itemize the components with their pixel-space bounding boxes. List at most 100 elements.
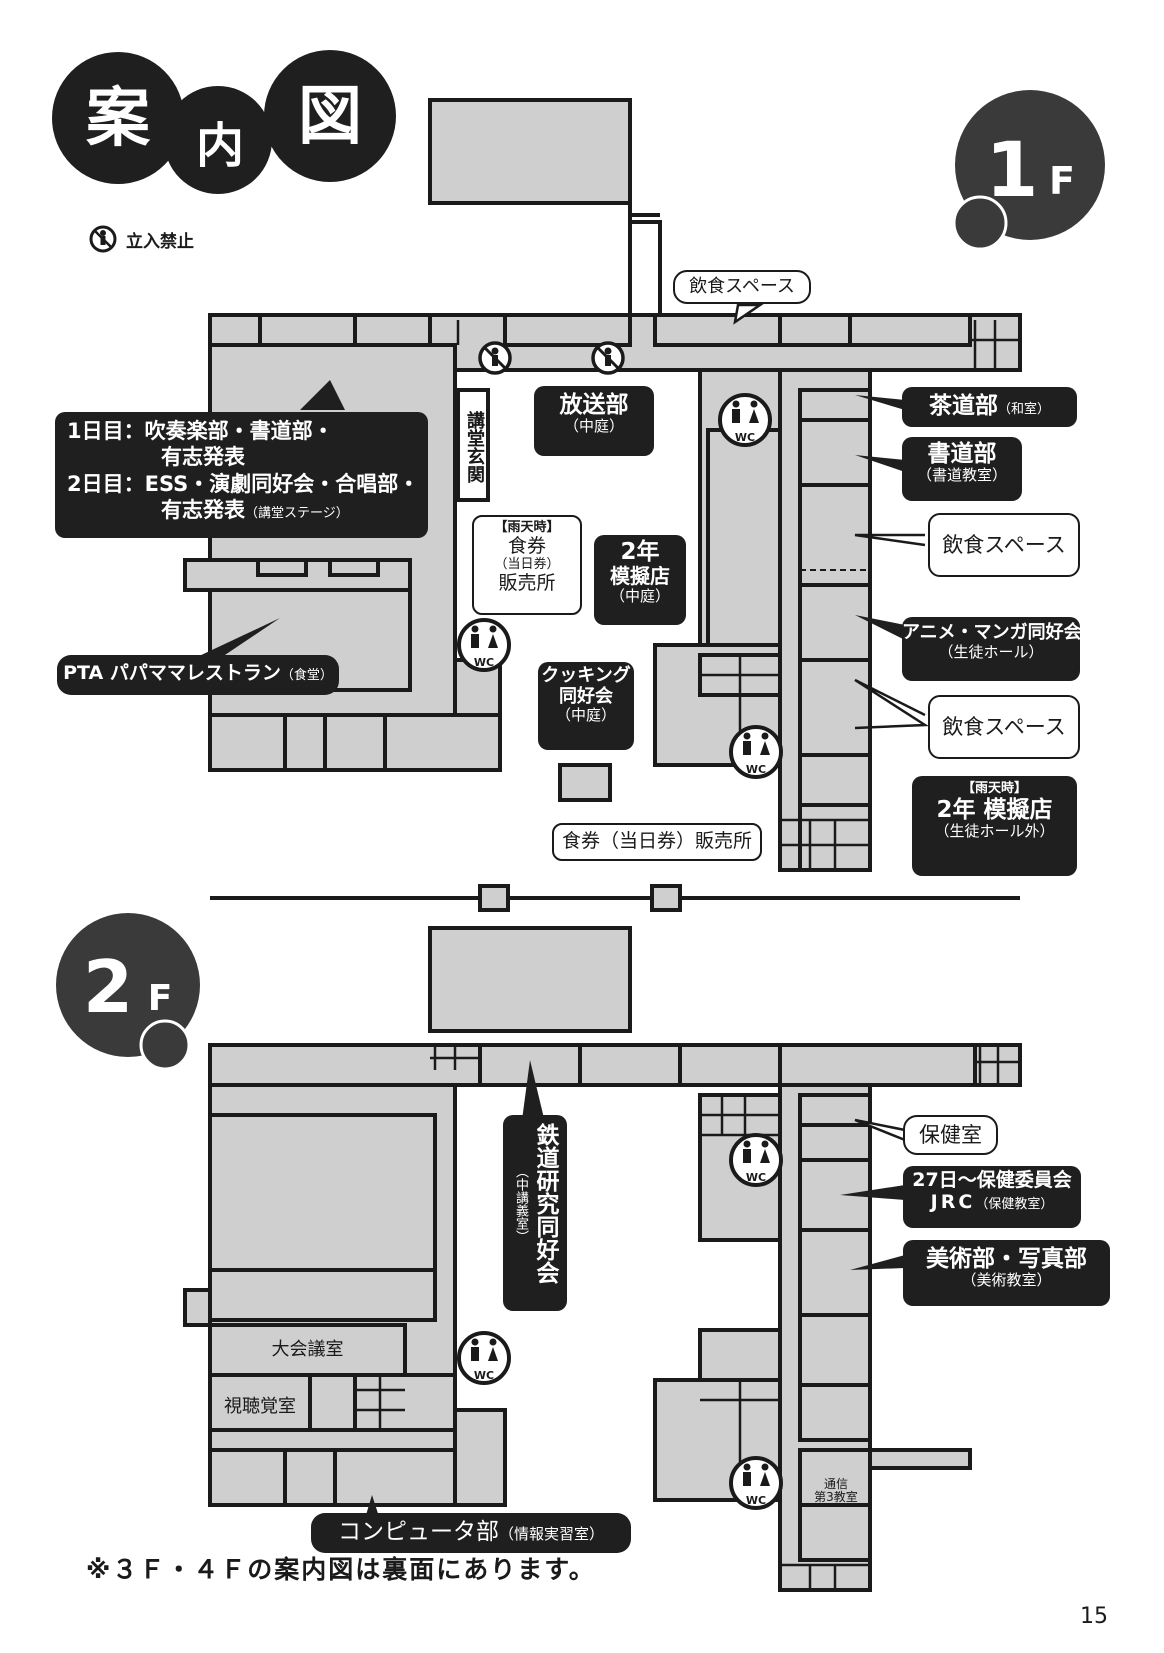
tea-ceremony-sub: （和室） (997, 402, 1050, 417)
rain-mock-head: 【雨天時】 (961, 781, 1027, 796)
floor-2-suffix: F (148, 978, 173, 1019)
label-health-committee: 27日～保健委員会 JRC（保健教室） (903, 1166, 1081, 1228)
room-av: 視聴覚室 (210, 1392, 310, 1418)
conference-room-text: 大会議室 (271, 1339, 344, 1360)
calligraphy-sub: （書道教室） (916, 466, 1007, 485)
rain-ticket-line2: （当日券） (494, 556, 560, 572)
floor-1-number: 1 (986, 125, 1039, 214)
floor-2-plan (183, 926, 1022, 1592)
no-entry-icon (591, 341, 625, 375)
footer-note: ※３Ｆ・４Ｆの案内図は裏面にあります。 (86, 1555, 596, 1584)
mock-shop-sub: （中庭） (609, 587, 670, 606)
rain-mock-sub: （生徒ホール外） (934, 822, 1055, 841)
pta-sub: （食堂） (280, 668, 333, 683)
rain-ticket-head: 【雨天時】 (494, 520, 560, 535)
title-badge: 案 内 図 (52, 50, 396, 194)
label-art-photo: 美術部・写真部 （美術教室） (903, 1240, 1110, 1306)
wc-label: WC (474, 1369, 494, 1382)
comm-room-line1: 通信 (823, 1477, 848, 1491)
floor-1-suffix: F (1049, 159, 1075, 203)
label-infirmary: 保健室 (903, 1115, 998, 1155)
mock-shop-title1: 2年 (620, 539, 660, 565)
av-room-text: 視聴覚室 (224, 1396, 296, 1417)
wc-icon: WC (729, 725, 783, 779)
wc-icon: WC (729, 1456, 783, 1510)
wc-label: WC (474, 656, 494, 669)
legend: 立入禁止 (88, 224, 194, 254)
wc-icon: WC (718, 393, 772, 447)
railway-sub: （中講義室） (513, 1164, 528, 1243)
label-lecture-hall-entrance: 講堂玄関 (461, 398, 487, 496)
tea-ceremony-title: 茶道部 (928, 393, 998, 419)
mock-shop-title2: 模擬店 (610, 564, 670, 589)
ticket-booth-text: 食券（当日券）販売所 (561, 830, 752, 852)
label-eating-space-top: 飲食スペース (673, 270, 811, 304)
title-char-3: 図 (298, 80, 362, 154)
art-photo-title: 美術部・写真部 (926, 1246, 1087, 1272)
label-cooking-club: クッキング 同好会 （中庭） (538, 662, 634, 750)
health-committee-sub: （保健教室） (975, 1196, 1054, 1212)
rain-ticket-line1: 食券 (507, 534, 546, 557)
anime-manga-title: アニメ・マンガ同好会 (902, 622, 1082, 643)
cooking-sub: （中庭） (555, 706, 616, 725)
floor-2-badge: 2 F (56, 913, 200, 1071)
health-committee-line1: 27日～保健委員会 (912, 1169, 1072, 1191)
label-band-stage: 1日目：吹奏楽部・書道部・ 有志発表 2日目：ESS・演劇同好会・合唱部・ 有志… (55, 412, 428, 538)
wc-label: WC (746, 1171, 766, 1184)
computer-title: コンピュータ部 (337, 1519, 499, 1545)
band-stage-sub: （講堂ステージ） (245, 505, 349, 521)
no-entry-icon (478, 341, 512, 375)
rain-mock-title: 2年 模擬店 (936, 796, 1053, 823)
broadcast-sub: （中庭） (563, 417, 624, 436)
label-ticket-booth: 食券（当日券）販売所 (552, 823, 762, 861)
wc-icon: WC (457, 1331, 511, 1385)
room-conference: 大会議室 (210, 1335, 405, 1361)
floor-2-number: 2 (83, 945, 133, 1029)
cooking-title1: クッキング (541, 665, 631, 686)
label-calligraphy: 書道部 （書道教室） (902, 437, 1022, 501)
wc-icon: WC (729, 1133, 783, 1187)
band-stage-line3: 2日目：ESS・演劇同好会・合唱部・ (67, 471, 420, 496)
band-stage-line4: 有志発表 (161, 497, 245, 522)
label-rain-ticket-booth: 【雨天時】 食券 （当日券） 販売所 (472, 515, 582, 615)
label-railway-club: 鉄道研究同好会 （中講義室） (503, 1115, 567, 1311)
eating-space-top-text: 飲食スペース (689, 276, 795, 297)
label-broadcast-club: 放送部 （中庭） (534, 386, 654, 456)
label-mock-shop-courtyard: 2年 模擬店 （中庭） (594, 535, 686, 625)
eating-space-low-text: 飲食スペース (942, 715, 1066, 739)
pta-title: PTA パパママレストラン (63, 662, 281, 684)
anime-manga-sub: （生徒ホール） (938, 642, 1044, 661)
label-tea-ceremony: 茶道部（和室） (902, 387, 1077, 427)
health-committee-line2: JRC (930, 1190, 976, 1213)
legend-text: 立入禁止 (126, 231, 194, 252)
label-eating-space-mid: 飲食スペース (928, 513, 1080, 577)
page-number: 15 (1080, 1604, 1108, 1629)
wc-label: WC (735, 431, 755, 444)
infirmary-text: 保健室 (919, 1123, 982, 1147)
eating-space-mid-text: 飲食スペース (942, 533, 1066, 557)
calligraphy-title: 書道部 (927, 441, 997, 467)
label-anime-manga: アニメ・マンガ同好会 （生徒ホール） (902, 617, 1082, 681)
room-comm-3: 通信 第3教室 (800, 1477, 872, 1505)
comm-room-line2: 第3教室 (814, 1490, 858, 1505)
art-photo-sub: （美術教室） (961, 1271, 1052, 1290)
rain-ticket-line3: 販売所 (498, 571, 556, 594)
floor-1-badge: 1 F (952, 90, 1105, 251)
title-char-1: 案 (86, 82, 151, 156)
label-rain-mock-shop: 【雨天時】 2年 模擬店 （生徒ホール外） (912, 776, 1077, 876)
computer-sub: （情報実習室） (498, 1525, 604, 1543)
broadcast-title: 放送部 (559, 392, 629, 418)
no-entry-icon (89, 225, 117, 253)
railway-title: 鉄道研究同好会 (532, 1123, 558, 1284)
label-eating-space-low: 飲食スペース (928, 695, 1080, 759)
wc-icon: WC (457, 618, 511, 672)
floor-1-pointers (180, 303, 929, 730)
lecture-hall-entrance-text: 講堂玄関 (464, 411, 485, 483)
title-char-2: 内 (196, 118, 244, 174)
cooking-title2: 同好会 (559, 685, 613, 707)
wc-label: WC (746, 1494, 766, 1507)
band-stage-line1: 1日目：吹奏楽部・書道部・ (67, 419, 334, 443)
label-pta-restaurant: PTA パパママレストラン（食堂） (57, 655, 339, 695)
band-stage-line2: 有志発表 (161, 445, 245, 470)
label-computer-club: コンピュータ部（情報実習室） (311, 1513, 631, 1553)
